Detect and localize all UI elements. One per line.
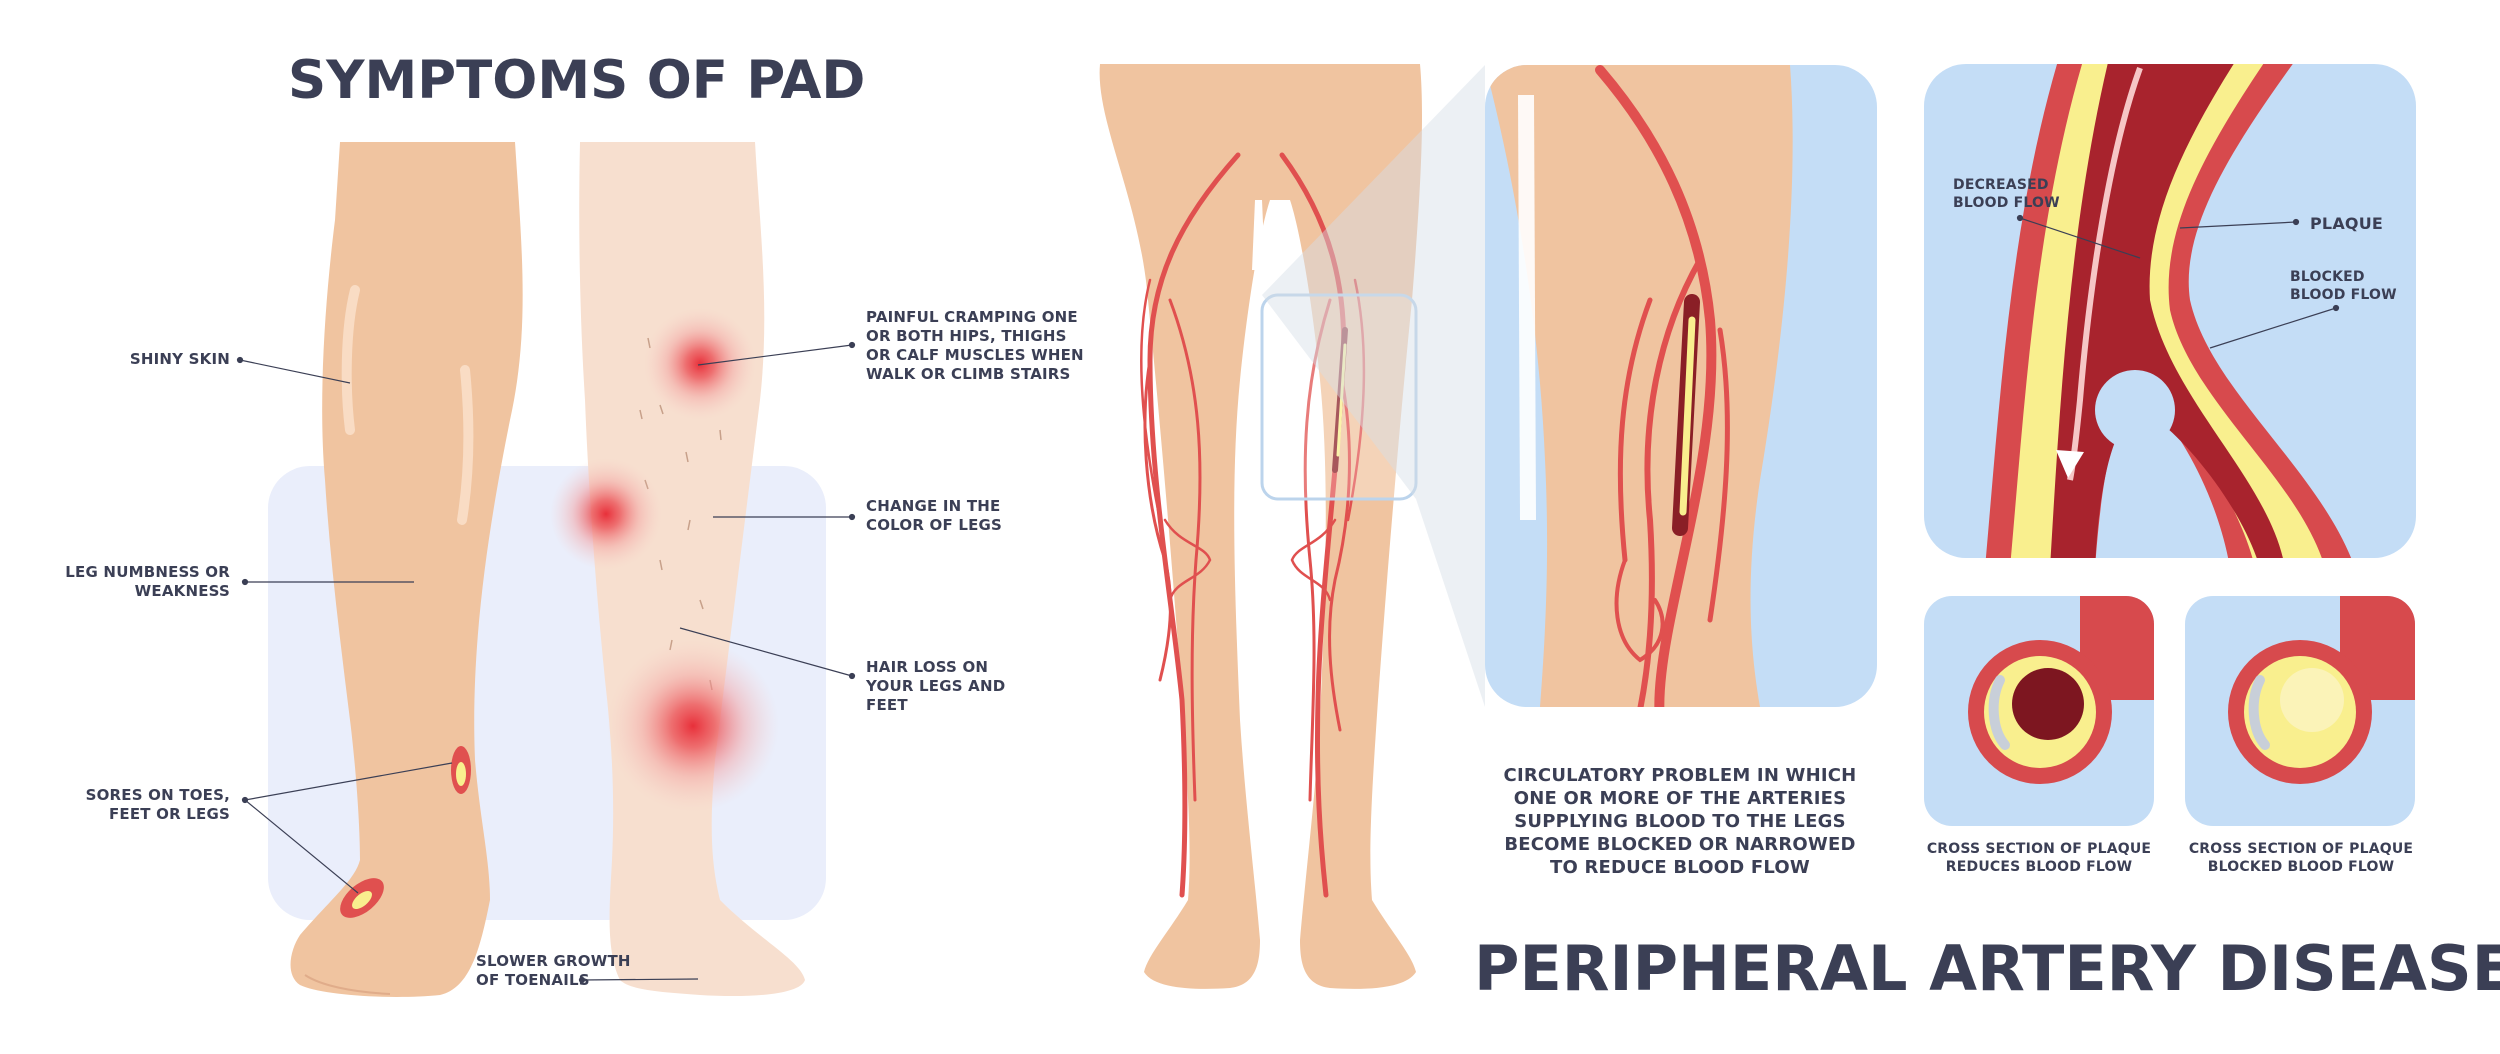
caption-cross-section-blocked: CROSS SECTION OF PLAQUE BLOCKED BLOOD FL…	[2188, 841, 2414, 875]
artery-network	[1140, 152, 1366, 898]
left-leg	[290, 142, 523, 997]
label-color-change: CHANGE IN THE COLOR OF LEGS	[866, 497, 1003, 534]
label-decreased-blood-flow: DECREASED BLOOD FLOW	[1953, 177, 2060, 211]
label-shiny-skin: SHINY SKIN	[129, 350, 230, 368]
label-toenails: SLOWER GROWTH OF TOENAILS	[476, 952, 631, 989]
caption-cross-section-reduces: CROSS SECTION OF PLAQUE REDUCES BLOOD FL…	[1926, 841, 2152, 875]
zoom-panel	[1485, 65, 1877, 707]
cross-section-reduces	[1924, 596, 2154, 826]
label-plaque: PLAQUE	[2310, 214, 2384, 233]
label-sores: SORES ON TOES, FEET OR LEGS	[85, 786, 230, 823]
label-hair-loss: HAIR LOSS ON YOUR LEGS AND FEET	[866, 658, 1006, 714]
artery-panel	[1924, 64, 2416, 558]
label-blocked-blood-flow: BLOCKED BLOOD FLOW	[2290, 269, 2397, 303]
page-title: SYMPTOMS OF PAD	[288, 50, 866, 111]
pain-spot-hip	[550, 458, 662, 570]
main-title: PERIPHERAL ARTERY DISEASE	[1474, 932, 2500, 1005]
pain-spot-thigh	[644, 308, 756, 420]
pain-spot-calf	[607, 640, 779, 812]
zoom-highlight-box	[1260, 293, 1418, 501]
label-cramping: PAINFUL CRAMPING ONE OR BOTH HIPS, THIGH…	[866, 308, 1084, 383]
pad-description: CIRCULATORY PROBLEM IN WHICH ONE OR MORE…	[1503, 765, 1857, 878]
label-leg-numbness: LEG NUMBNESS OR WEAKNESS	[65, 563, 230, 600]
cross-section-blocked	[2185, 596, 2415, 826]
